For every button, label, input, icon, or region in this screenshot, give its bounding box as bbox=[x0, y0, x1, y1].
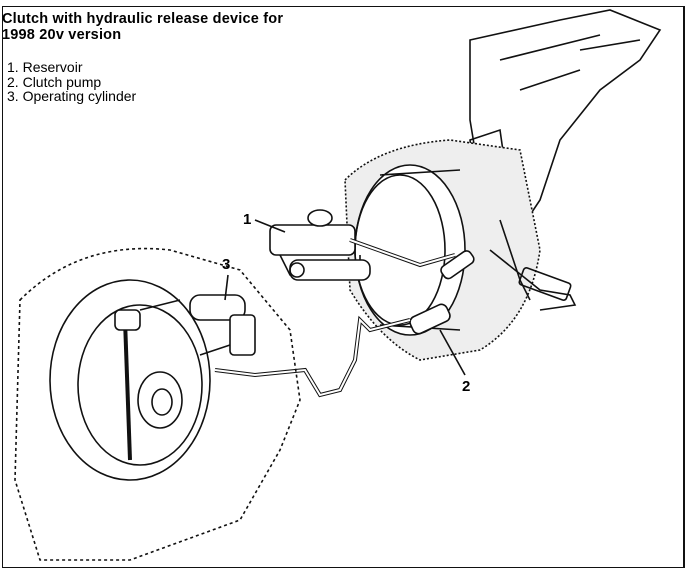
leader-line-2 bbox=[439, 329, 466, 376]
reservoir bbox=[269, 209, 361, 276]
diagram-frame bbox=[2, 6, 685, 568]
brake-booster bbox=[354, 164, 466, 336]
diagram-title: Clutch with hydraulic release device for… bbox=[2, 11, 283, 43]
legend: 1. Reservoir 2. Clutch pump 3. Operating… bbox=[7, 60, 136, 104]
pedals bbox=[489, 219, 577, 311]
callout-1-reservoir: 1 bbox=[243, 211, 252, 228]
operating-cylinder bbox=[139, 294, 256, 356]
master-cylinder bbox=[289, 259, 371, 281]
callout-2-clutch-pump: 2 bbox=[462, 378, 471, 395]
clutch-pressure-plate bbox=[49, 279, 211, 481]
legend-item-reservoir: 1. Reservoir bbox=[7, 59, 83, 75]
title-line-2: 1998 20v version bbox=[2, 27, 122, 43]
gearbox-housing bbox=[14, 247, 301, 561]
leader-line-1 bbox=[254, 219, 286, 233]
hydraulic-line bbox=[214, 238, 456, 398]
leader-line-3 bbox=[224, 274, 229, 301]
clutch-pump bbox=[409, 250, 475, 335]
callout-3-operating-cylinder: 3 bbox=[222, 256, 231, 273]
title-line-1: Clutch with hydraulic release device for bbox=[2, 11, 284, 27]
legend-item-clutch-pump: 2. Clutch pump bbox=[7, 73, 102, 90]
legend-item-operating-cylinder: 3. Operating cylinder bbox=[7, 88, 137, 104]
